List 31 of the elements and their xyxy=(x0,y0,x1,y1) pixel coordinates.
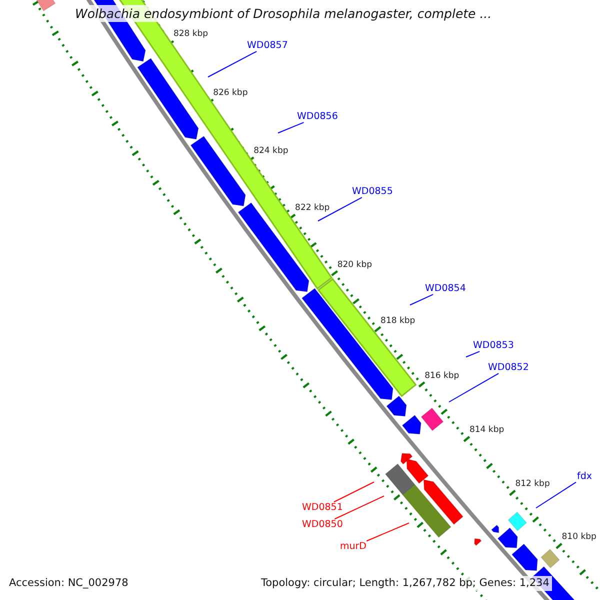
leader-line xyxy=(318,196,362,222)
scale-label: 818 kbp xyxy=(380,316,416,326)
gene-label: WD0854 xyxy=(425,283,466,294)
scale-label: 812 kbp xyxy=(515,479,550,490)
footer-text: Topology: circular; Length: 1,267,782 bp; Genes: 1,234 xyxy=(258,576,552,591)
scale-label: 828 kbp xyxy=(173,29,208,40)
leader-line xyxy=(334,496,384,520)
scale-label: 826 kbp xyxy=(213,88,248,98)
leader-line xyxy=(366,522,410,542)
gene-label: WD0853 xyxy=(473,340,514,352)
scale-label: 814 kbp xyxy=(469,425,504,436)
leader-line xyxy=(466,350,480,358)
gene-label: WD0857 xyxy=(247,40,288,52)
gene-label: fdx xyxy=(577,471,592,482)
scale-label: 820 kbp xyxy=(337,260,372,270)
scale-label: 822 kbp xyxy=(295,203,330,214)
gene-label: WD0856 xyxy=(297,111,338,122)
gene-label: WD0850 xyxy=(302,519,343,530)
leader-line xyxy=(278,122,304,134)
gene-label: murD xyxy=(340,541,366,552)
leader-line xyxy=(208,50,258,78)
leader-line xyxy=(448,372,500,402)
gene-label: WD0855 xyxy=(352,186,393,198)
leader-line xyxy=(333,482,374,502)
scale-label: 816 kbp xyxy=(424,370,460,381)
leader-line xyxy=(410,294,434,306)
scale-label: 824 kbp xyxy=(254,146,288,156)
gene-label: WD0851 xyxy=(302,502,343,514)
leader-line xyxy=(536,482,576,508)
gene-label: WD0852 xyxy=(488,362,529,374)
scale-label: 810 kbp xyxy=(562,532,596,542)
